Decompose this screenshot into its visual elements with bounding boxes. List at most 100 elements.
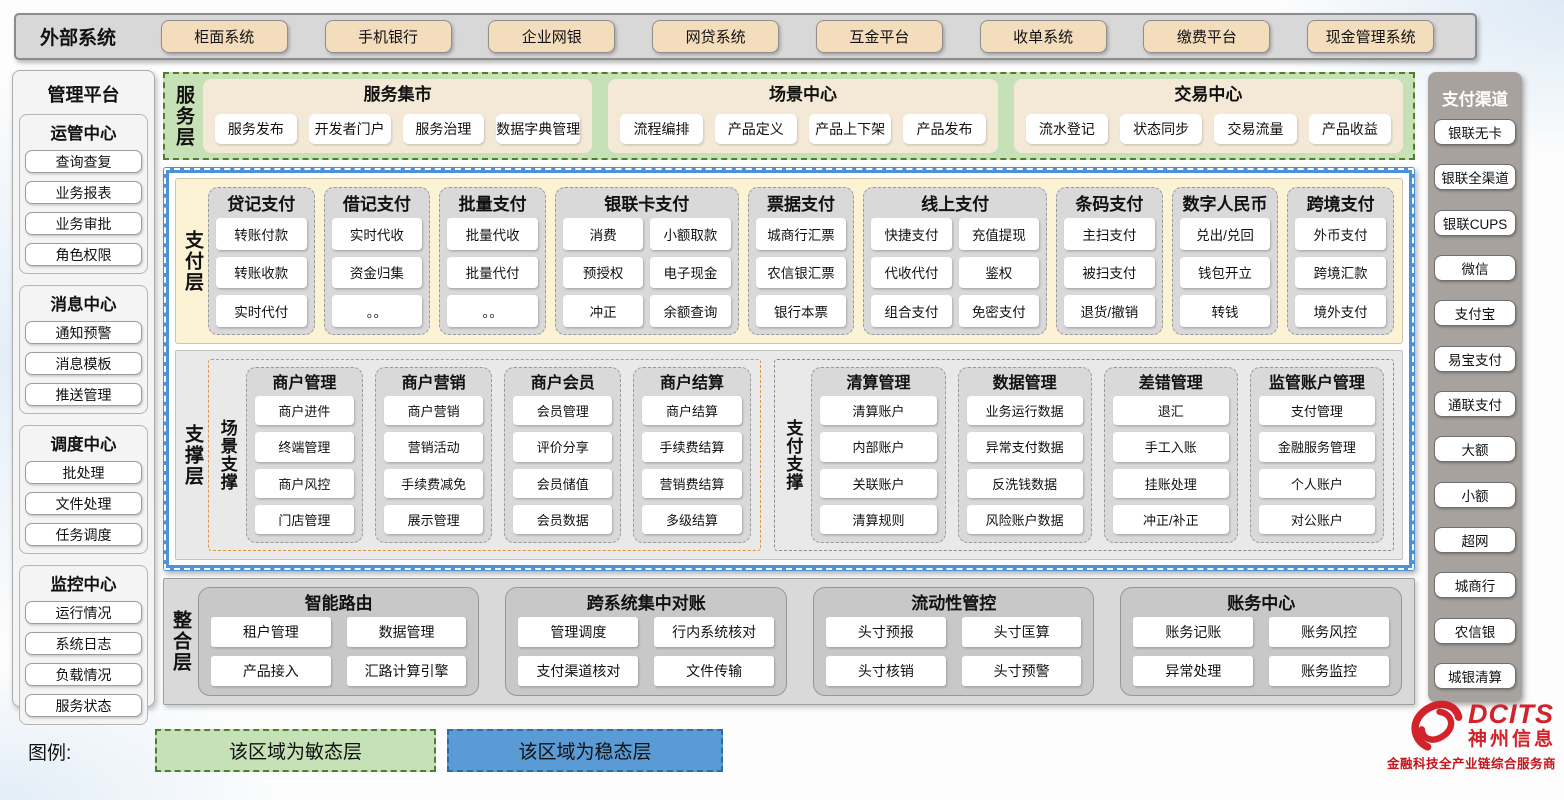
payment-item-node: 转钱 (1179, 295, 1271, 327)
support-item-node: 多级结算 (642, 504, 742, 534)
support-column: 商户会员 会员管理 评价分享 会员 (504, 367, 622, 543)
management-item-node: 文件处理 (25, 492, 142, 515)
support-column-items: 业务运行数据 异常支付数据 反洗钱数据 风险账户数据 (966, 396, 1083, 534)
payment-item-node: 境外支付 (1295, 295, 1386, 327)
support-item-node: 会员储值 (513, 468, 613, 498)
payment-channel-node: 通联支付 (1434, 390, 1516, 417)
support-item-node: 商户结算 (642, 396, 742, 426)
stable-layer-frame: 支付层 贷记支付 转账付款 转账收款 (163, 167, 1415, 571)
payment-item-node: 。。 (331, 295, 423, 327)
payment-channel-node: 城银清算 (1434, 662, 1516, 689)
support-item-node: 评价分享 (513, 432, 613, 462)
management-groups: 运管中心 查询查复 业务报表 业务审批 角色权限 (19, 114, 148, 725)
support-item-node: 营销费结算 (642, 468, 742, 498)
service-panel: 交易中心 流水登记 状态同步 交易流量 产品收益 (1013, 79, 1404, 153)
support-layer-label: 支撑层 (181, 423, 203, 487)
support-columns: 清算管理 清算账户 内部账户 关联 (811, 367, 1384, 543)
payment-item-node: 实时代付 (215, 295, 307, 327)
service-item-node: 产品定义 (714, 114, 797, 144)
service-panels: 服务集市 服务发布 开发者门户 服务治理 数据字典管理 (202, 79, 1404, 153)
payment-column-title: 条码支付 (1075, 195, 1144, 214)
integration-panel: 流动性管控 头寸预报 头寸匡算 头寸核销 头寸预警 (812, 587, 1095, 696)
support-item-node: 商户风控 (254, 468, 354, 498)
support-column: 商户结算 商户结算 手续费结算 营 (633, 367, 751, 543)
service-panel-title: 交易中心 (1174, 85, 1243, 104)
integration-panel-title: 智能路由 (304, 594, 373, 613)
integration-item-node: 租户管理 (210, 617, 331, 647)
integration-item-node: 账务风控 (1269, 617, 1389, 647)
payment-item-node: 跨境汇款 (1295, 256, 1386, 289)
support-item-node: 反洗钱数据 (966, 468, 1083, 498)
management-item-node: 运行情况 (25, 601, 142, 624)
payment-channels-panel: 支付渠道 银联无卡 银联全渠道 银联CUPS 微信 支付宝 易宝支付 通联支付 … (1428, 72, 1522, 702)
payment-column-title: 借记支付 (342, 195, 411, 214)
payment-item-node: 预授权 (562, 256, 644, 289)
integration-panel-items: 账务记账 账务风控 异常处理 账务监控 (1133, 617, 1389, 686)
service-item-node: 服务发布 (214, 114, 297, 144)
payment-item-node: 批量代收 (447, 218, 538, 250)
support-item-node: 商户进件 (254, 396, 354, 426)
service-item-node: 开发者门户 (308, 114, 391, 144)
external-system-node: 收单系统 (979, 20, 1107, 53)
payment-item-node: 转账收款 (215, 256, 307, 289)
payment-channel-node: 微信 (1434, 254, 1516, 281)
management-item-node: 消息模板 (25, 352, 142, 375)
payment-item-node: 余额查询 (650, 295, 731, 327)
management-group-title: 消息中心 (50, 296, 117, 314)
payment-column-title: 线上支付 (921, 195, 990, 214)
management-item-node: 任务调度 (25, 523, 142, 546)
service-item-node: 产品上下架 (808, 114, 892, 144)
integration-layer-label: 整合层 (169, 610, 191, 673)
service-item-node: 状态同步 (1120, 114, 1203, 144)
logo-company: 神州信息 (1467, 728, 1556, 750)
support-item-node: 终端管理 (254, 432, 354, 462)
payment-item-node: 代收代付 (871, 256, 952, 289)
integration-panel: 账务中心 账务记账 账务风控 异常处理 账务监控 (1120, 587, 1402, 696)
support-item-node: 风险账户数据 (966, 504, 1083, 534)
dcits-logo: DCITS 神州信息 金融科技全产业链综合服务商 (1370, 700, 1556, 772)
support-item-node: 关联账户 (820, 468, 937, 498)
service-item-node: 产品发布 (903, 114, 986, 144)
payment-column: 线上支付 快捷支付 充值提现 代收代付 鉴权 (863, 187, 1047, 335)
service-panel: 服务集市 服务发布 开发者门户 服务治理 数据字典管理 (202, 79, 593, 153)
payment-column-title: 银联卡支付 (604, 195, 690, 214)
service-item-node: 产品收益 (1308, 114, 1392, 144)
support-column: 商户营销 商户营销 营销活动 手续 (374, 367, 493, 543)
support-item-node: 门店管理 (254, 504, 354, 534)
payment-item-node: 被扫支付 (1064, 256, 1155, 289)
payment-item-node: 小额取款 (650, 218, 731, 250)
integration-panel-title: 跨系统集中对账 (586, 594, 706, 613)
payment-channel-list: 银联无卡 银联全渠道 银联CUPS 微信 支付宝 易宝支付 通联支付 大额 小额… (1434, 112, 1516, 694)
service-item-node: 数据字典管理 (496, 114, 581, 144)
payment-column-title: 贷记支付 (227, 195, 296, 214)
payment-layer: 支付层 贷记支付 转账付款 转账收款 (175, 178, 1403, 344)
support-item-node: 手工入账 (1112, 432, 1229, 462)
payment-item-node: 。。 (447, 295, 538, 327)
integration-item-node: 头寸预警 (961, 656, 1082, 686)
integration-panels: 智能路由 租户管理 数据管理 产品接入 汇路计算引擎 (197, 587, 1402, 696)
external-system-node: 现金管理系统 (1307, 20, 1435, 53)
management-item-node: 负载情况 (25, 663, 142, 686)
support-item-node: 会员管理 (513, 396, 613, 426)
payment-column: 跨境支付 外币支付 跨境汇款 境外支付 (1287, 187, 1394, 335)
support-item-node: 金融服务管理 (1258, 432, 1375, 462)
main-architecture: 服务层 服务集市 服务发布 开发者门户 服务治理 (163, 72, 1415, 706)
payment-channel-node: 大额 (1434, 436, 1516, 463)
payment-channel-node: 农信银 (1434, 617, 1516, 644)
management-item-node: 服务状态 (25, 694, 142, 717)
service-layer-label: 服务层 (172, 84, 194, 148)
payment-channels-title: 支付渠道 (1442, 91, 1508, 109)
external-system-node: 互金平台 (815, 20, 943, 53)
external-system-node: 缴费平台 (1143, 20, 1271, 53)
external-system-node: 手机银行 (324, 20, 452, 53)
support-item-node: 冲正/补正 (1112, 504, 1229, 534)
payment-channel-node: 银联无卡 (1434, 119, 1516, 145)
management-group-items: 查询查复 业务报表 业务审批 角色权限 (25, 150, 142, 266)
integration-panel-items: 头寸预报 头寸匡算 头寸核销 头寸预警 (825, 617, 1082, 686)
support-groups: 场景支撑 商户管理 商户进件 (207, 359, 1394, 551)
support-column-title: 商户结算 (659, 375, 724, 392)
management-item-node: 角色权限 (25, 243, 142, 266)
payment-channel-node: 城商行 (1434, 572, 1516, 599)
payment-column-items: 实时代收 资金归集 。。 (331, 218, 423, 327)
